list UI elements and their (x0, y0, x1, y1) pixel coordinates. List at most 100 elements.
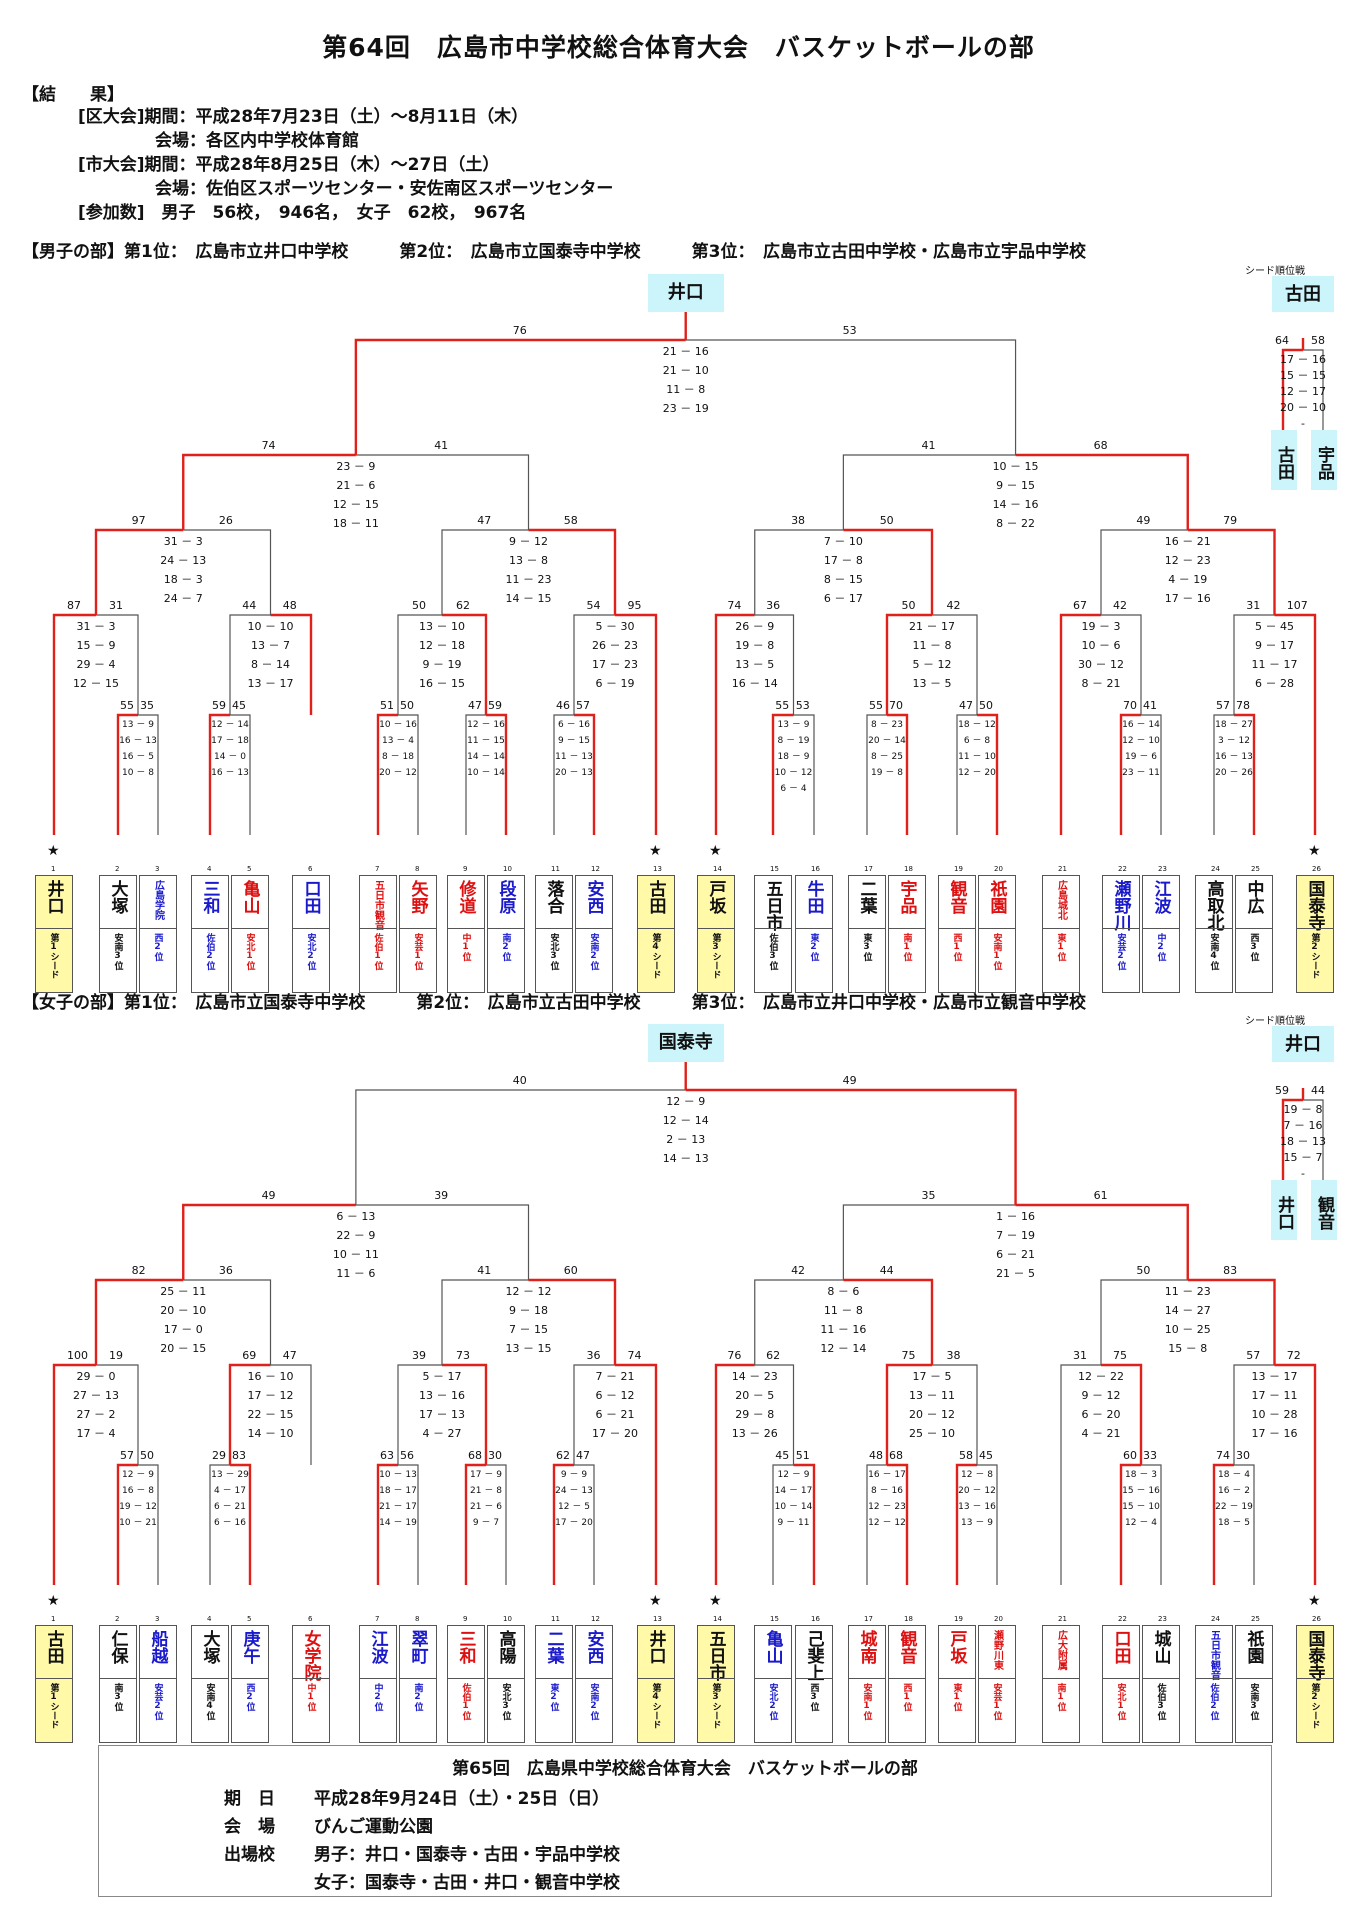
girls-r32-4-left-points: 68 (468, 1449, 482, 1462)
girls-team-15-number: 15 (770, 1615, 779, 1623)
girls-r32-10-right-points: 30 (1236, 1449, 1250, 1462)
girls-r32-9-right-line (1141, 1464, 1162, 1585)
girls-r32-10-right-line (1234, 1464, 1255, 1585)
girls-team-6-sub: 中1位 (293, 1678, 329, 1742)
boys-team-18: 宇品南1位 (888, 875, 926, 993)
girls-team-26-name: 国泰寺 (1304, 1630, 1325, 1681)
boys-team-3: 広島学院西2位 (139, 875, 177, 993)
boys-team-7-name: 五日市観音 (372, 880, 384, 930)
girls-final-left-line (355, 1089, 686, 1205)
boys-seed-left-line (1281, 348, 1303, 430)
girls-r32-5-right-points: 47 (576, 1449, 590, 1462)
boys-r32-8-left-line (956, 714, 977, 835)
boys-team-11-sub: 安北3位 (536, 928, 572, 992)
girls-team-17: 城南安南1位 (848, 1625, 886, 1743)
boys-r16-5-right-points: 36 (766, 599, 781, 612)
boys-r32-5-right-points: 57 (576, 699, 590, 712)
girls-team-23: 城山佐伯3位 (1142, 1625, 1180, 1743)
girls-team-21-name: 広大附属 (1055, 1630, 1067, 1670)
boys-team-3-name: 広島学院 (152, 880, 164, 920)
boys-team-24-number: 24 (1211, 865, 1220, 873)
boys-team-7-number: 7 (375, 865, 380, 873)
boys-seed-a: 古田 (1271, 430, 1297, 490)
girls-r16-1-left-points: 100 (67, 1349, 88, 1362)
boys-r16-2-left-points: 44 (242, 599, 257, 612)
girls-r32-4-scores: 17 － 9 21 － 8 21 － 6 9 － 7 (470, 1470, 502, 1528)
boys-r32-6-right-points: 53 (795, 699, 810, 712)
boys-team-25-sub: 西3位 (1236, 928, 1272, 992)
boys-r16-5-left-line (714, 613, 755, 835)
girls-qf-1-left-line (94, 1278, 184, 1365)
girls-team-20-name: 瀬野川東 (991, 1630, 1003, 1670)
boys-sf-1-right-line (355, 454, 530, 530)
boys-r16-5-scores: 26 － 9 19 － 8 13 － 5 16 － 14 (731, 620, 778, 690)
girls-r16-7-right-points: 75 (1113, 1349, 1127, 1362)
girls-r16-8-right-points: 72 (1286, 1349, 1301, 1362)
girls-r16-6-left-points: 75 (901, 1349, 916, 1362)
girls-r32-9-right-points: 33 (1143, 1449, 1157, 1462)
boys-r16-3-right-line (442, 613, 488, 715)
boys-seed-winner: 古田 (1272, 276, 1334, 312)
girls-team-16: 己斐上西3位 (795, 1625, 833, 1743)
boys-team-23-name: 江波 (1150, 880, 1171, 914)
boys-sf-1-scores: 23 － 9 21 － 6 12 － 15 18 － 11 (332, 460, 379, 530)
boys-r16-6-scores: 21 － 17 11 － 8 5 － 12 13 － 5 (909, 620, 955, 690)
girls-team-20-sub: 安芸1位 (979, 1678, 1015, 1742)
boys-qf-3-scores: 7 － 10 17 － 8 8 － 15 6 － 17 (823, 535, 863, 605)
boys-r16-3-scores: 13 － 10 12 － 18 9 － 19 16 － 15 (419, 620, 465, 690)
girls-r16-8-scores: 13 － 17 17 － 11 10 － 28 17 － 16 (1251, 1370, 1298, 1440)
boys-team-13: 古田第4シード (637, 875, 675, 993)
boys-team-14-name: 戸坂 (705, 880, 726, 914)
boys-r32-5-left-line (553, 714, 574, 835)
boys-team-9: 修道中1位 (447, 875, 485, 993)
boys-team-26-number: 26 (1312, 865, 1321, 873)
boys-champion: 井口 (647, 274, 724, 312)
boys-team-20-number: 20 (994, 865, 1003, 873)
boys-seed-label: シード順位戦 (1245, 266, 1305, 277)
girls-team-8-number: 8 (415, 1615, 420, 1623)
boys-r32-9-right-line (1141, 714, 1162, 835)
boys-qf-3-right-line (843, 528, 934, 615)
boys-seed-star-26: ★ (1308, 843, 1321, 859)
girls-team-13-sub: 第4シード (638, 1678, 674, 1742)
girls-qf-3-right-line (843, 1278, 934, 1365)
boys-team-16-name: 牛田 (803, 880, 824, 914)
girls-sf-1-scores: 6 － 13 22 － 9 10 － 11 11 － 6 (332, 1210, 379, 1280)
girls-team-3-name: 船越 (147, 1630, 168, 1664)
girls-team-8: 翠町南2位 (399, 1625, 437, 1743)
girls-qf-3-left-line (754, 1279, 844, 1365)
girls-r16-5-scores: 14 － 23 20 － 5 29 － 8 13 － 26 (731, 1370, 778, 1440)
girls-r16-2-left-points: 69 (242, 1349, 257, 1362)
girls-team-16-sub: 西3位 (796, 1678, 832, 1742)
boys-r16-8-right-line (1274, 613, 1317, 835)
boys-r32-10-left-points: 57 (1216, 699, 1230, 712)
girls-r32-3-left-points: 63 (380, 1449, 394, 1462)
girls-r32-1-left-points: 57 (120, 1449, 134, 1462)
boys-r32-1-right-line (138, 714, 159, 835)
boys-team-6-number: 6 (308, 865, 313, 873)
boys-r32-7-scores: 8 － 23 20 － 14 8 － 25 19 － 8 (868, 720, 906, 778)
girls-team-10-name: 高陽 (495, 1630, 516, 1664)
boys-sf-1-right-points: 41 (434, 439, 449, 452)
boys-team-2-name: 大塚 (107, 880, 128, 914)
girls-r32-2-left-line (209, 1464, 230, 1585)
girls-r16-4-right-points: 74 (627, 1349, 642, 1362)
girls-team-1-number: 1 (51, 1615, 56, 1623)
girls-r16-4-left-line (573, 1364, 615, 1465)
boys-qf-4-left-points: 49 (1136, 514, 1151, 527)
boys-team-19: 観音西1位 (938, 875, 976, 993)
girls-team-9-name: 三和 (455, 1630, 476, 1664)
girls-r16-5-right-points: 62 (766, 1349, 781, 1362)
boys-seed-star-14: ★ (709, 843, 722, 859)
girls-r16-7-right-line (1101, 1363, 1143, 1465)
boys-result: 【男子の部】第1位： 広島市立井口中学校 第2位： 広島市立国泰寺中学校 第3位… (22, 242, 1086, 262)
girls-team-3-number: 3 (155, 1615, 160, 1623)
girls-team-24-name: 五日市観音 (1208, 1630, 1220, 1680)
boys-team-26: 国泰寺第2シード (1296, 875, 1334, 993)
girls-seed-star-1: ★ (47, 1593, 60, 1609)
girls-team-8-name: 翠町 (407, 1630, 428, 1664)
girls-r32-7-scores: 16 － 17 8 － 16 12 － 23 12 － 12 (868, 1470, 906, 1528)
girls-team-17-name: 城南 (856, 1630, 877, 1664)
girls-team-5-name: 庚午 (239, 1630, 260, 1664)
